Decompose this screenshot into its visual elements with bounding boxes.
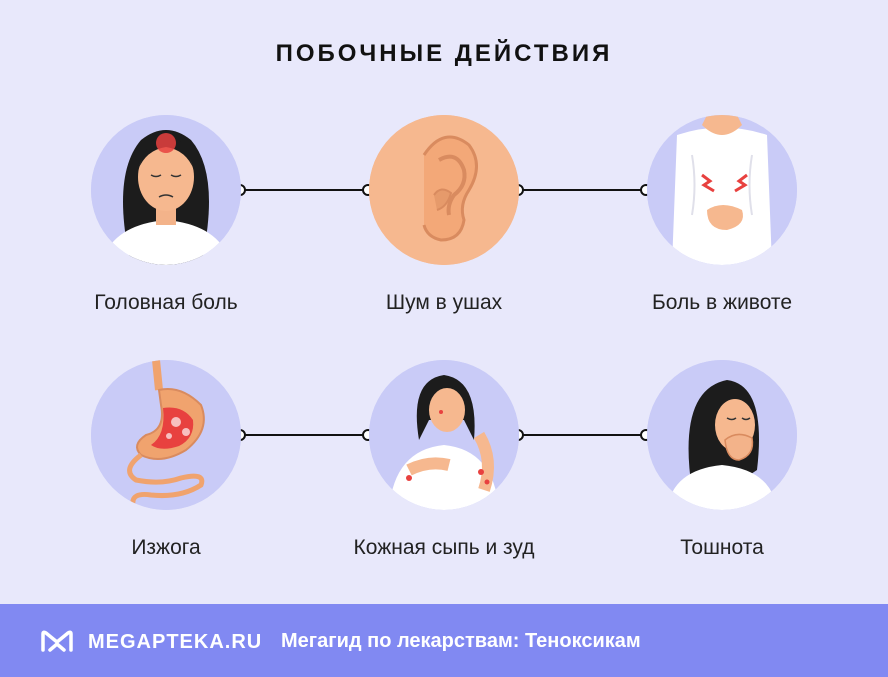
caption-headache: Головная боль <box>94 291 238 314</box>
megapteka-logo-icon <box>41 630 73 652</box>
stomach-pain-man-icon <box>647 115 797 265</box>
brand-name[interactable]: MEGAPTEKA.RU <box>88 631 263 653</box>
caption-heartburn: Изжога <box>131 536 201 559</box>
page-title: ПОБОЧНЫЕ ДЕЙСТВИЯ <box>275 40 613 67</box>
footer-bar: MEGAPTEKA.RU Мегагид по лекарствам: Тено… <box>0 604 888 677</box>
caption-ear-noise: Шум в ушах <box>385 291 503 314</box>
nausea-woman-icon <box>647 360 797 510</box>
itching-woman-icon <box>369 360 519 510</box>
headache-woman-icon <box>91 115 241 265</box>
footer-tagline: Мегагид по лекарствам: Теноксикам <box>281 630 641 652</box>
caption-stomach-pain: Боль в животе <box>652 291 792 314</box>
caption-skin-rash: Кожная сыпь и зуд <box>353 536 535 559</box>
ear-icon <box>369 115 519 265</box>
stomach-organ-icon <box>91 360 241 510</box>
caption-nausea: Тошнота <box>680 536 764 559</box>
